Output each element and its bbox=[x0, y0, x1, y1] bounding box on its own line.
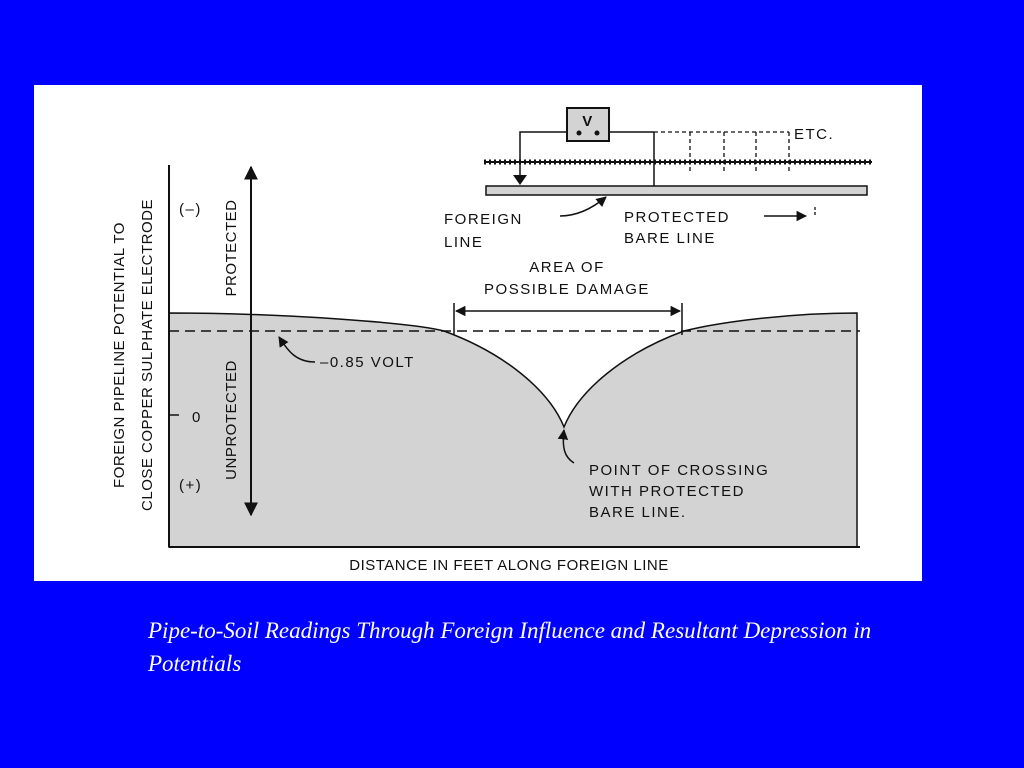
damage-label-line-1: AREA OF bbox=[529, 259, 605, 276]
foreign-pipeline bbox=[485, 185, 868, 196]
tick-zero: 0 bbox=[192, 409, 202, 426]
figure-panel: (–) 0 (+) FOREIGN PIPELINE POTENTIAL TO … bbox=[34, 85, 922, 581]
damage-label-line-2: POSSIBLE DAMAGE bbox=[484, 281, 650, 298]
additional-test-points bbox=[654, 131, 790, 171]
foreign-line-leader bbox=[559, 196, 607, 217]
volt-label: –0.85 VOLT bbox=[320, 354, 415, 371]
crossing-leader bbox=[557, 428, 575, 464]
x-axis-label: DISTANCE IN FEET ALONG FOREIGN LINE bbox=[349, 557, 669, 574]
pipe-to-soil-diagram: (–) 0 (+) FOREIGN PIPELINE POTENTIAL TO … bbox=[111, 107, 872, 574]
protected-bare-line-label-line-1: PROTECTED bbox=[624, 209, 730, 226]
crossing-label-line-1: POINT OF CROSSING bbox=[589, 462, 769, 479]
y-axis-label-line-2: CLOSE COPPER SULPHATE ELECTRODE bbox=[139, 199, 156, 511]
foreign-line-label-line-1: FOREIGN bbox=[444, 211, 523, 228]
y-axis-label-line-1: FOREIGN PIPELINE POTENTIAL TO bbox=[111, 222, 128, 488]
unprotected-label: UNPROTECTED bbox=[223, 360, 240, 480]
protected-bare-line-label-line-2: BARE LINE bbox=[624, 230, 716, 247]
volt-leader bbox=[278, 336, 316, 363]
protected-label: PROTECTED bbox=[223, 199, 240, 296]
potential-depression-region bbox=[168, 312, 858, 548]
crossing-label-line-2: WITH PROTECTED bbox=[589, 483, 745, 500]
tick-negative: (–) bbox=[179, 201, 202, 218]
crossing-label-line-3: BARE LINE. bbox=[589, 504, 687, 521]
foreign-line-label-line-2: LINE bbox=[444, 234, 483, 251]
figure-caption: Pipe-to-Soil Readings Through Foreign In… bbox=[148, 618, 872, 676]
etc-label: ETC. bbox=[794, 126, 834, 143]
tick-positive: (+) bbox=[179, 477, 202, 494]
voltmeter-box bbox=[566, 107, 610, 142]
voltmeter-label: V bbox=[582, 113, 594, 130]
lead-to-electrode bbox=[519, 131, 567, 181]
